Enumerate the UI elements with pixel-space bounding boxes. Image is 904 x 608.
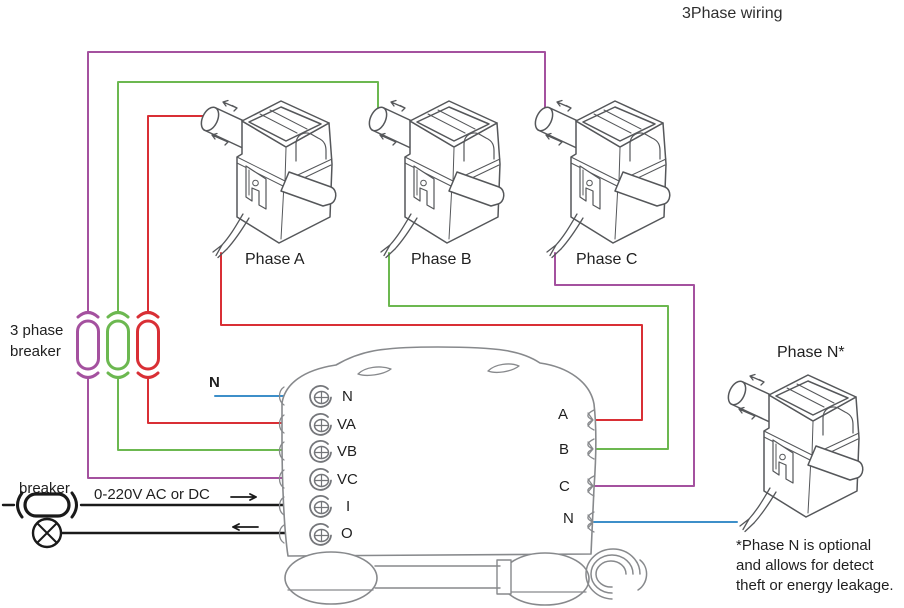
wire-phase-b-voltage-tap-vb bbox=[117, 376, 289, 451]
terminal-label-n-right: N bbox=[563, 510, 574, 527]
main-breaker-symbol bbox=[16, 491, 78, 519]
wire-phase-a-voltage-tap-va bbox=[147, 376, 289, 424]
footnote-line1: *Phase N is optional bbox=[736, 537, 872, 554]
meter-top-slot-right bbox=[487, 363, 520, 373]
meter-left-edge-notches bbox=[278, 386, 285, 544]
three-phase-breaker-label-line2: breaker bbox=[10, 343, 61, 360]
arrow-left-icon bbox=[232, 523, 259, 531]
wire-phase-c-ct-secondary bbox=[554, 252, 695, 487]
wire-phase-c bbox=[87, 51, 695, 487]
phase-a-label: Phase A bbox=[245, 251, 305, 268]
terminal-label-va: VA bbox=[337, 416, 356, 433]
wire-phase-b-ct-secondary bbox=[388, 252, 669, 450]
breaker-pole-phase-b bbox=[106, 311, 130, 379]
phase-a-ct bbox=[197, 99, 337, 259]
wire-phase-c-voltage-tap-vc bbox=[87, 376, 289, 479]
wire-phase-a bbox=[147, 115, 643, 424]
terminal-label-b: B bbox=[559, 441, 570, 458]
wire-phase-b bbox=[117, 81, 669, 451]
phase-c-ct bbox=[531, 99, 671, 259]
footnote-line2: and allows for detect bbox=[736, 557, 874, 574]
breaker-label: breaker bbox=[19, 480, 70, 497]
phase-n-label: Phase N* bbox=[777, 344, 845, 361]
terminal-label-c: C bbox=[559, 478, 570, 495]
arrow-right-icon bbox=[230, 493, 257, 501]
breaker-pole-phase-c bbox=[76, 311, 100, 379]
breaker-pole-phase-a bbox=[136, 311, 160, 379]
power-range-label: 0-220V AC or DC bbox=[94, 486, 210, 503]
footnote-line3: theft or energy leakage. bbox=[736, 577, 894, 594]
phase-c-label: Phase C bbox=[576, 251, 638, 268]
phase-b-ct bbox=[365, 99, 505, 259]
three-phase-breaker-label-line1: 3 phase bbox=[10, 322, 64, 339]
power-flow-arrows bbox=[230, 493, 259, 531]
coiled-wire bbox=[585, 548, 648, 600]
terminal-label-n-left: N bbox=[342, 388, 353, 405]
wire-neutral bbox=[214, 395, 738, 523]
wire-phase-a-primary bbox=[147, 115, 207, 314]
page-title: 3Phase wiring bbox=[682, 5, 783, 22]
wire-phase-c-primary bbox=[87, 51, 546, 314]
meter-right-edge-notches bbox=[587, 409, 595, 533]
meter-foot-right bbox=[500, 552, 590, 606]
phase-b-label: Phase B bbox=[411, 251, 472, 268]
din-rail-bar bbox=[374, 559, 512, 595]
terminal-label-o: O bbox=[341, 525, 353, 542]
terminal-label-i: I bbox=[346, 498, 351, 515]
wire-power bbox=[1, 493, 289, 535]
wire-phase-b-primary bbox=[117, 81, 379, 314]
terminal-label-a: A bbox=[558, 406, 569, 423]
terminal-label-vc: VC bbox=[337, 471, 358, 488]
lamp-icon bbox=[31, 517, 63, 549]
meter-top-slot-left bbox=[357, 366, 392, 376]
meter-body bbox=[281, 346, 597, 557]
wire-phase-a-ct-secondary bbox=[220, 252, 643, 421]
meter-foot-left bbox=[284, 551, 378, 605]
neutral-in-label: N bbox=[209, 374, 220, 391]
terminal-label-vb: VB bbox=[337, 443, 358, 460]
meter-device bbox=[278, 346, 648, 606]
phase-n-ct bbox=[724, 373, 864, 533]
